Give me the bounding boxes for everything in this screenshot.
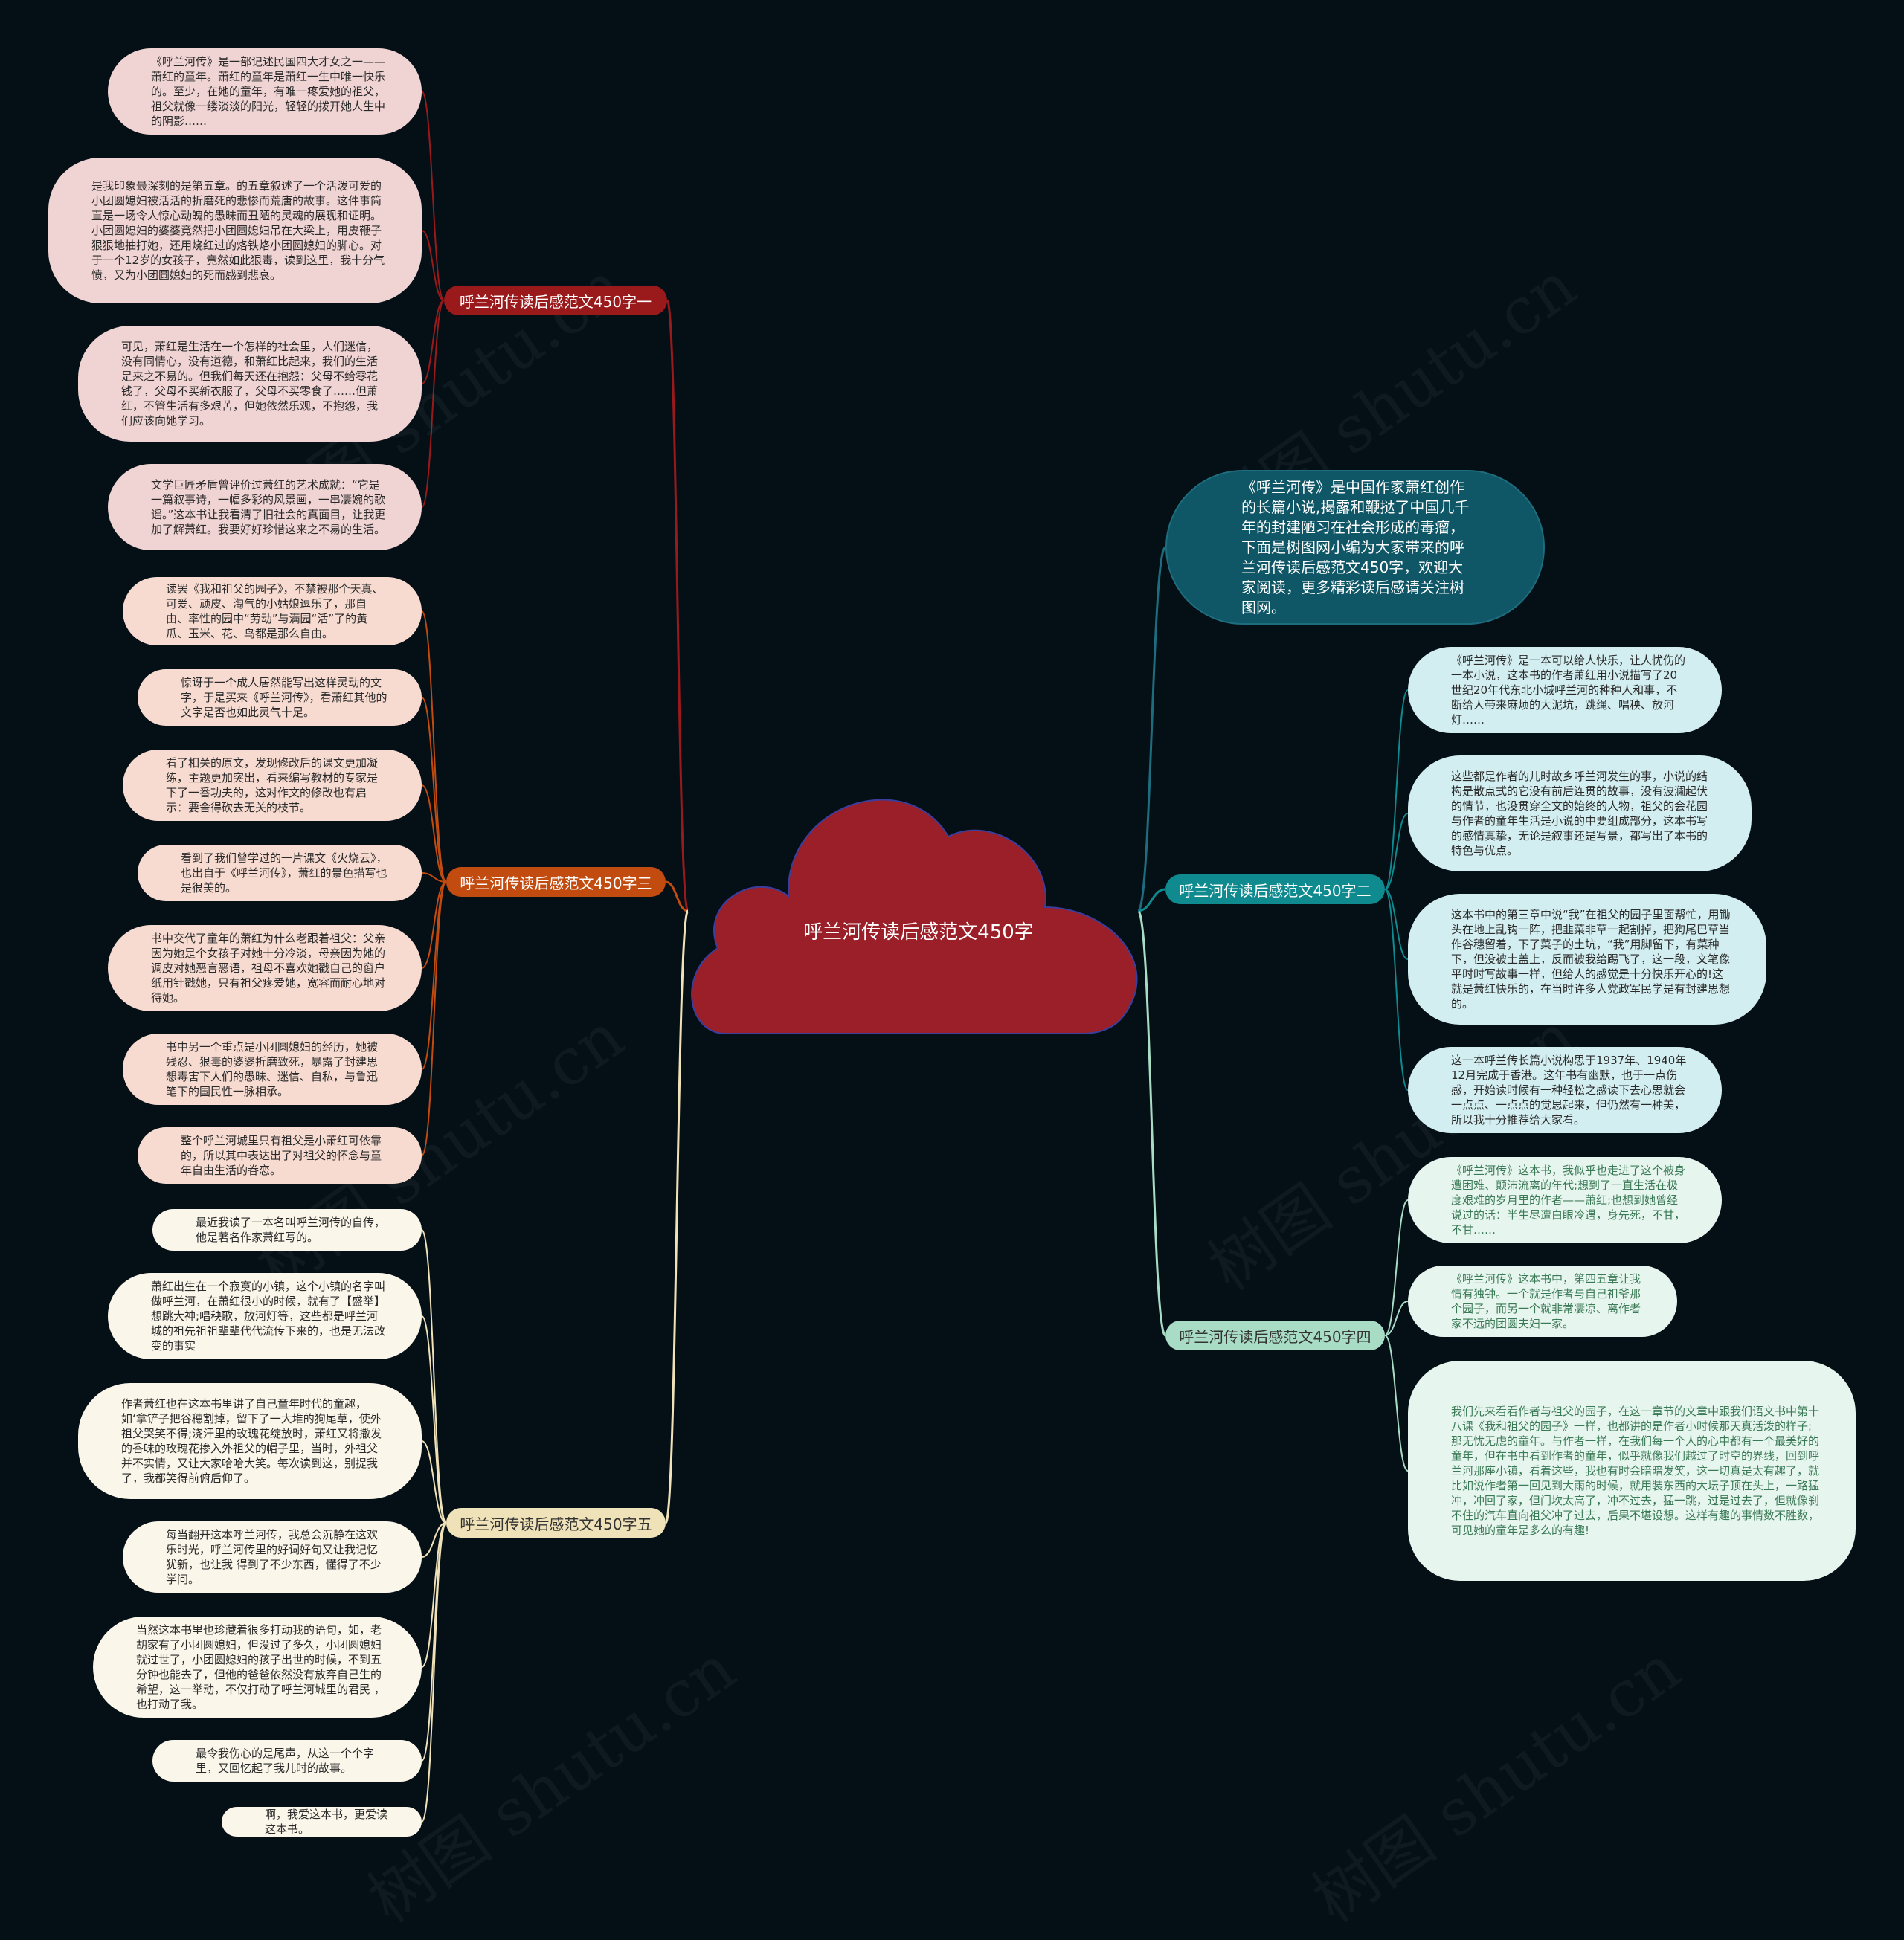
b4-leaf-3[interactable]: 我们先来看看作者与祖父的园子，在这一章节的文章中跟我们语文书中第十八课《我和祖父… — [1408, 1361, 1856, 1581]
b5-leaf-5[interactable]: 当然这本书里也珍藏着很多打动我的语句，如，老胡家有了小团圆媳妇，但没过了多久，小… — [93, 1617, 422, 1718]
b5-leaf-2[interactable]: 萧红出生在一个寂寞的小镇，这个小镇的名字叫做呼兰河，在萧红很小的时候，就有了【盛… — [108, 1273, 422, 1359]
intro-node[interactable]: 《呼兰河传》是中国作家萧红创作的长篇小说,揭露和鞭挞了中国几千年的封建陋习在社会… — [1165, 470, 1545, 625]
intro-text: 《呼兰河传》是中国作家萧红创作的长篇小说,揭露和鞭挞了中国几千年的封建陋习在社会… — [1241, 477, 1470, 616]
b1-leaf-4[interactable]: 文学巨匠矛盾曾评价过萧红的艺术成就：“它是一篇叙事诗，一幅多彩的风景画，一串凄婉… — [108, 464, 422, 550]
edge-root-branch-1 — [666, 299, 689, 912]
b5-leaf-6[interactable]: 最令我伤心的是尾声，从这一个个字里，又回忆起了我儿时的故事。 — [152, 1740, 422, 1782]
edge-b1-leaf-4 — [421, 300, 445, 508]
b2-leaf-4[interactable]: 这一本呼兰传长篇小说构思于1937年、1940年12月完成于香港。这年书有幽默，… — [1408, 1047, 1722, 1133]
branch-3[interactable]: 呼兰河传读后感范文450字三 — [446, 867, 666, 897]
edge-b5-leaf-1 — [421, 1229, 447, 1524]
b3-leaf-2[interactable]: 惊讶于一个成人居然能写出这样灵动的文字，于是买来《呼兰河传》，看萧红其他的文字是… — [138, 669, 422, 726]
edge-b2-leaf-4 — [1384, 889, 1409, 1091]
branch-1[interactable]: 呼兰河传读后感范文450字一 — [444, 286, 667, 315]
edge-b3-leaf-3 — [421, 784, 447, 883]
b4-leaf-2[interactable]: 《呼兰河传》这本书中，第四五章让我情有独钟。一个就是作者与自己祖爷那个园子，而另… — [1408, 1266, 1677, 1337]
edge-b5-leaf-7 — [421, 1522, 447, 1823]
b4-leaf-1[interactable]: 《呼兰河传》这本书，我似乎也走进了这个被身遭困难、颠沛流离的年代;想到了一直生活… — [1408, 1157, 1722, 1243]
edge-b5-leaf-3 — [421, 1440, 447, 1524]
edge-b1-leaf-2 — [421, 230, 445, 301]
edge-b3-leaf-1 — [421, 610, 447, 883]
b5-leaf-4[interactable]: 每当翻开这本呼兰河传，我总会沉静在这欢乐时光，呼兰河传里的好词好句又让我记忆犹新… — [123, 1521, 422, 1593]
edge-b3-leaf-7 — [421, 881, 447, 1156]
edge-b1-leaf-1 — [421, 91, 445, 301]
b3-leaf-7[interactable]: 整个呼兰河城里只有祖父是小萧红可依靠的，所以其中表达出了对祖父的怀念与童年自由生… — [138, 1127, 422, 1184]
edge-b3-leaf-2 — [421, 697, 447, 883]
edge-b4-leaf-2 — [1384, 1301, 1409, 1336]
b3-leaf-1[interactable]: 读罢《我和祖父的园子》，不禁被那个天真、可爱、顽皮、淘气的小姑娘逗乐了，那自由、… — [123, 577, 422, 645]
edge-intro — [1136, 546, 1167, 912]
edge-b1-leaf-3 — [421, 300, 445, 384]
edge-b2-leaf-2 — [1384, 813, 1409, 890]
b2-leaf-3[interactable]: 这本书中的第三章中说“我”在祖父的园子里面帮忙，用锄头在地上乱钩一阵，把韭菜非草… — [1408, 894, 1766, 1025]
edge-b2-leaf-3 — [1384, 889, 1409, 960]
b1-leaf-1[interactable]: 《呼兰河传》是一部记述民国四大才女之一——萧红的童年。萧红的童年是萧红一生中唯一… — [108, 48, 422, 135]
edge-b5-leaf-6 — [421, 1522, 447, 1762]
branch-2[interactable]: 呼兰河传读后感范文450字二 — [1165, 874, 1385, 904]
branch-4[interactable]: 呼兰河传读后感范文450字四 — [1165, 1321, 1385, 1350]
b3-leaf-5[interactable]: 书中交代了童年的萧红为什么老跟着祖父：父亲因为她是个女孩子对她十分冷淡，母亲因为… — [108, 925, 422, 1011]
b5-leaf-7[interactable]: 啊，我爱这本书，更爱读这本书。 — [222, 1807, 422, 1837]
central-topic-cloud[interactable] — [681, 773, 1149, 1048]
edge-b4-leaf-3 — [1384, 1335, 1409, 1472]
edge-root-branch-2 — [1137, 888, 1166, 912]
b2-leaf-1[interactable]: 《呼兰河传》是一本可以给人快乐，让人忧伤的一本小说，这本书的作者萧红用小说描写了… — [1408, 647, 1722, 733]
edge-b3-leaf-5 — [421, 881, 447, 969]
b3-leaf-6[interactable]: 书中另一个重点是小团圆媳妇的经历，她被残忍、狠毒的婆婆折磨致死，暴露了封建思想毒… — [123, 1034, 422, 1105]
edge-b3-leaf-6 — [421, 881, 447, 1070]
edge-b4-leaf-1 — [1384, 1199, 1409, 1336]
branch-5[interactable]: 呼兰河传读后感范文450字五 — [446, 1508, 666, 1538]
b1-leaf-3[interactable]: 可见，萧红是生活在一个怎样的社会里，人们迷信，没有同情心，没有道德，和萧红比起来… — [78, 326, 422, 442]
b1-leaf-2[interactable]: 是我印象最深刻的是第五章。的五章叙述了一个活泼可爱的小团圆媳妇被活活的折磨死的悲… — [48, 158, 422, 303]
edge-b5-leaf-5 — [421, 1522, 447, 1668]
edge-b5-leaf-2 — [421, 1315, 447, 1524]
b5-leaf-1[interactable]: 最近我读了一本名叫呼兰河传的自传，他是著名作家萧红写的。 — [152, 1209, 422, 1251]
b2-leaf-2[interactable]: 这些都是作者的儿时故乡呼兰河发生的事，小说的结构是散点式的它没有前后连贯的故事，… — [1408, 755, 1752, 871]
edge-b5-leaf-4 — [421, 1522, 447, 1558]
connector-lines — [421, 91, 1409, 1823]
b3-leaf-3[interactable]: 看了相关的原文，发现修改后的课文更加凝练，主题更加突出，看来编写教材的专家是下了… — [123, 750, 422, 821]
edge-b2-leaf-1 — [1384, 689, 1409, 890]
edge-b3-leaf-4 — [421, 872, 447, 883]
central-topic-title: 呼兰河传读后感范文450字 — [803, 921, 1034, 944]
edge-root-branch-5 — [664, 909, 689, 1524]
b5-leaf-3[interactable]: 作者萧红也在这本书里讲了自己童年时代的童趣，如‘拿铲子把谷穗割掉，留下了一大堆的… — [78, 1383, 422, 1499]
b3-leaf-4[interactable]: 看到了我们曾学过的一片课文《火烧云》，也出自于《呼兰河传》，萧红的景色描写也是很… — [138, 845, 422, 901]
edge-root-branch-3 — [665, 880, 689, 912]
edge-root-branch-4 — [1136, 909, 1167, 1337]
